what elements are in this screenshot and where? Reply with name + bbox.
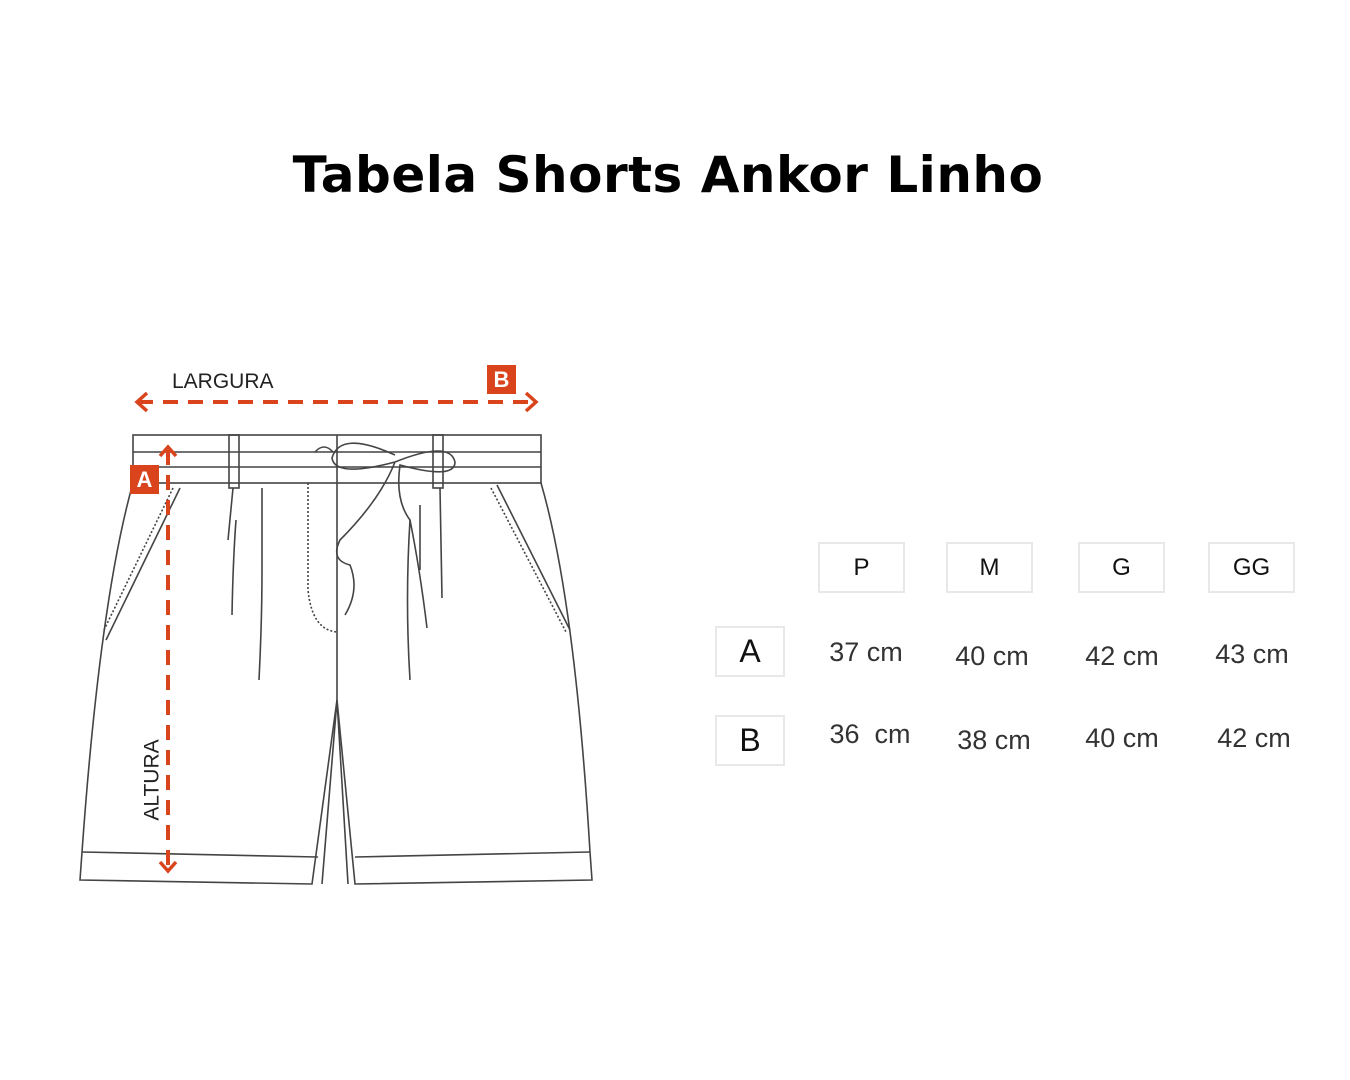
row-label-a: A <box>715 626 785 677</box>
table-cell: 42 cm <box>1217 723 1291 753</box>
table-cell: 36 cm <box>829 719 911 749</box>
shorts-body <box>79 435 593 885</box>
table-cell: 40 cm <box>1085 723 1159 753</box>
table-cell: 42 cm <box>1085 641 1159 671</box>
marker-b-badge: B <box>487 365 516 394</box>
page-title: Tabela Shorts Ankor Linho <box>292 146 1044 204</box>
table-cell: 40 cm <box>955 641 1029 671</box>
size-header-p: P <box>818 542 905 593</box>
marker-a-badge: A <box>130 465 159 494</box>
height-label: ALTURA <box>140 739 164 821</box>
table-cell: 38 cm <box>957 725 1031 755</box>
size-header-gg: GG <box>1208 542 1295 593</box>
table-cell: 43 cm <box>1215 639 1289 669</box>
width-label: LARGURA <box>172 370 274 393</box>
measurement-arrows <box>134 391 539 874</box>
size-header-m: M <box>946 542 1033 593</box>
row-label-b: B <box>715 715 785 766</box>
size-header-g: G <box>1078 542 1165 593</box>
table-cell: 37 cm <box>829 637 903 667</box>
